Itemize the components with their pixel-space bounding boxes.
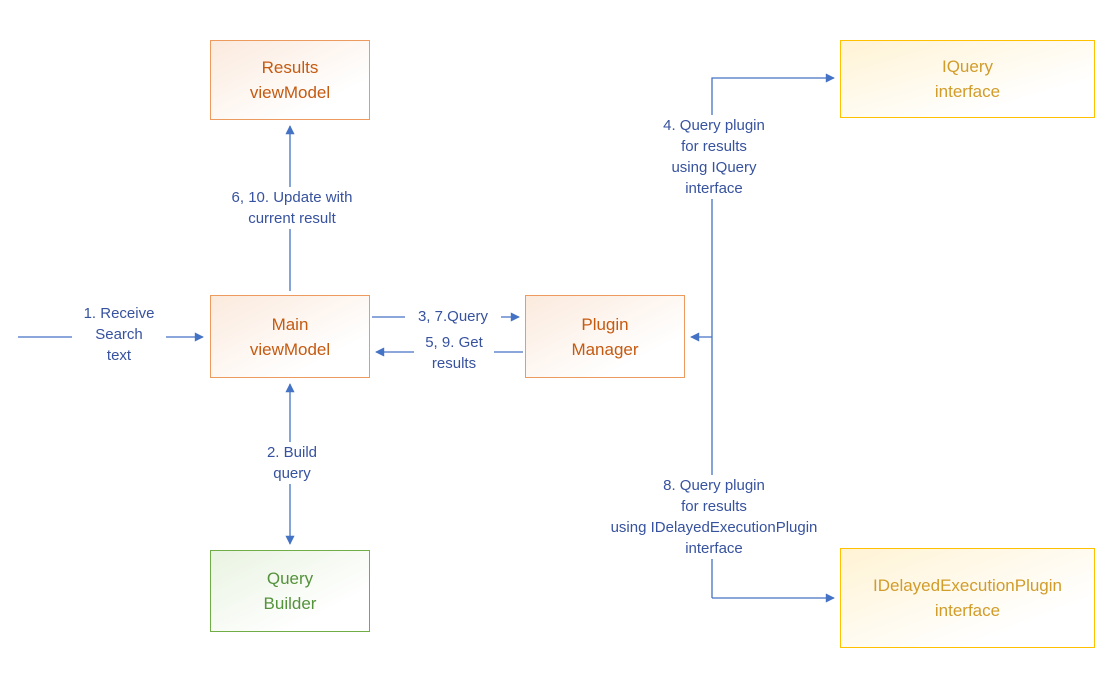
node-main-viewmodel: Main viewModel [210, 295, 370, 378]
edge-label-get-results: 5, 9. Get results [414, 332, 494, 374]
edge-label-query: 3, 7.Query [405, 306, 501, 327]
connector-iquery-arrow [711, 73, 835, 598]
node-idelayedexecutionplugin-interface: IDelayedExecutionPlugin interface [840, 548, 1095, 648]
edge-label-query-plugin-idelayedexecutionplugin: 8. Query plugin for results using IDelay… [603, 475, 825, 559]
edge-label-build-query: 2. Build query [248, 442, 336, 484]
node-query-builder: Query Builder [210, 550, 370, 632]
node-plugin-manager: Plugin Manager [525, 295, 685, 378]
node-iquery-interface: IQuery interface [840, 40, 1095, 118]
edge-label-receive-search-text: 1. Receive Search text [72, 303, 166, 366]
edge-label-query-plugin-iquery: 4. Query plugin for results using IQuery… [643, 115, 785, 199]
node-results-viewmodel: Results viewModel [210, 40, 370, 120]
edge-label-update-with-current-result: 6, 10. Update with current result [213, 187, 371, 229]
